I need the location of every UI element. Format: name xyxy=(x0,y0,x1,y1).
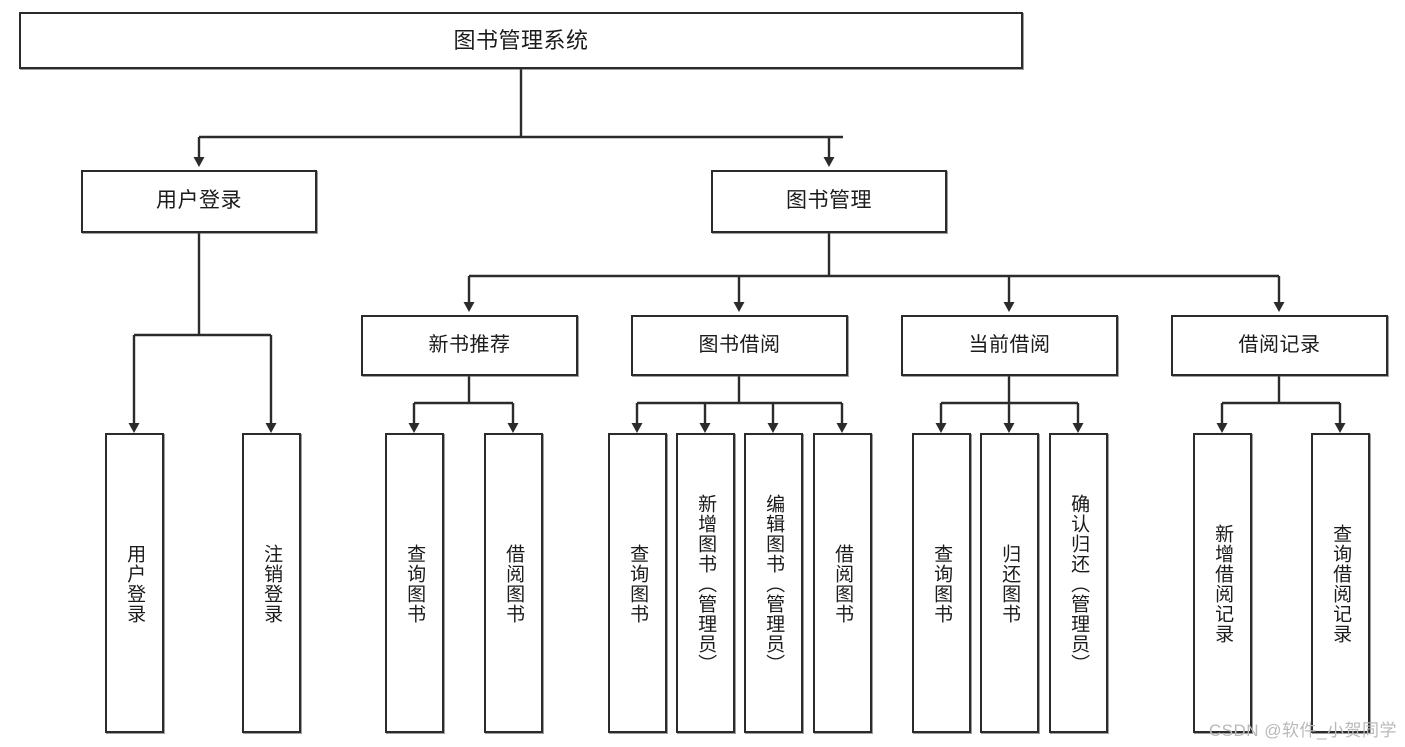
node-label: 编辑图书（管理员） xyxy=(763,494,785,674)
csdn-watermark: CSDN @软件_小贺同学 xyxy=(1208,721,1397,740)
node-label: 图书借阅 xyxy=(698,333,781,356)
node-leaf-user-login[interactable]: 用户登录 xyxy=(105,433,164,733)
node-label: 注销登录 xyxy=(261,544,283,624)
node-leaf-borrow-book[interactable]: 借阅图书 xyxy=(813,433,872,733)
node-leaf-query-book-borrow[interactable]: 查询图书 xyxy=(608,433,667,733)
node-leaf-query-book-recommend[interactable]: 查询图书 xyxy=(385,433,444,733)
node-leaf-add-borrow-record[interactable]: 新增借阅记录 xyxy=(1193,433,1252,733)
node-label: 用户登录 xyxy=(124,544,146,624)
node-label: 查询图书 xyxy=(627,544,649,624)
node-label: 新增图书（管理员） xyxy=(695,494,717,674)
node-borrow-record[interactable]: 借阅记录 xyxy=(1171,315,1388,376)
node-leaf-query-book-current[interactable]: 查询图书 xyxy=(912,433,971,733)
node-book-management-system[interactable]: 图书管理系统 xyxy=(19,12,1023,69)
node-label: 借阅图书 xyxy=(832,544,854,624)
node-label: 确认归还（管理员） xyxy=(1068,494,1090,674)
node-label: 用户登录 xyxy=(156,189,242,213)
node-label: 图书管理系统 xyxy=(453,27,589,53)
node-label: 归还图书 xyxy=(999,544,1021,624)
node-current-borrow[interactable]: 当前借阅 xyxy=(901,315,1118,376)
node-new-book-recommend[interactable]: 新书推荐 xyxy=(361,315,578,376)
node-label: 当前借阅 xyxy=(968,333,1051,356)
node-label: 查询借阅记录 xyxy=(1330,524,1352,644)
node-leaf-return-book[interactable]: 归还图书 xyxy=(980,433,1039,733)
node-leaf-borrow-book-recommend[interactable]: 借阅图书 xyxy=(484,433,543,733)
node-leaf-confirm-return[interactable]: 确认归还（管理员） xyxy=(1049,433,1108,733)
node-user-login[interactable]: 用户登录 xyxy=(81,170,317,233)
node-label: 新书推荐 xyxy=(428,333,511,356)
node-leaf-add-book[interactable]: 新增图书（管理员） xyxy=(676,433,735,733)
node-label: 新增借阅记录 xyxy=(1212,524,1234,644)
node-leaf-logout[interactable]: 注销登录 xyxy=(242,433,301,733)
node-label: 查询图书 xyxy=(931,544,953,624)
node-label: 借阅图书 xyxy=(503,544,525,624)
node-label: 图书管理 xyxy=(786,189,872,213)
node-label: 查询图书 xyxy=(404,544,426,624)
node-label: 借阅记录 xyxy=(1238,333,1321,356)
node-book-borrow[interactable]: 图书借阅 xyxy=(631,315,848,376)
node-leaf-edit-book[interactable]: 编辑图书（管理员） xyxy=(744,433,803,733)
node-book-management[interactable]: 图书管理 xyxy=(711,170,947,233)
node-leaf-query-borrow-record[interactable]: 查询借阅记录 xyxy=(1311,433,1370,733)
